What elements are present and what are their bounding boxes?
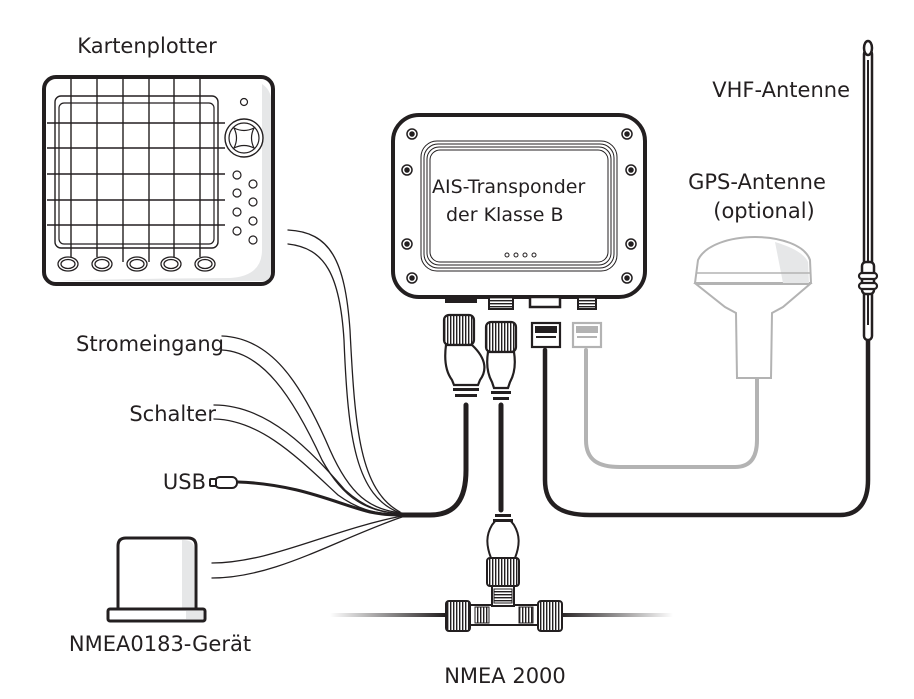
mounting-screws [401, 128, 637, 284]
usb-cable [236, 480, 407, 517]
chartplotter-icon[interactable] [42, 75, 275, 286]
gps-antenna-label-line2: (optional) [713, 199, 815, 223]
soft-keys [57, 256, 216, 272]
usb-label: USB [163, 470, 206, 494]
transponder-label-line2: der Klasse B [446, 204, 564, 226]
backbone-right [558, 613, 673, 617]
chart-grid [47, 79, 225, 262]
nmea0183-wire [211, 515, 403, 564]
gps-antenna-label-line1: GPS-Antenne [688, 170, 826, 194]
power-input-wire-2 [221, 349, 403, 515]
nmea0183-device-icon[interactable] [106, 536, 207, 623]
port-plugs [442, 313, 603, 400]
power-input-wire [221, 335, 403, 514]
cables [211, 229, 871, 579]
backbone-left [330, 613, 445, 617]
power-input-label: Stromeingang [76, 332, 224, 356]
side-buttons [232, 170, 258, 245]
ais-transponder-icon[interactable] [391, 113, 647, 310]
chartplotter-cable [287, 229, 401, 513]
t-connector-icon [445, 514, 563, 632]
nmea0183-wire-2 [211, 516, 403, 579]
power-data-plug-icon [442, 313, 486, 397]
vhf-coax-cable [542, 337, 871, 518]
vhf-coax-plug-icon [530, 321, 562, 349]
usb-plug-icon[interactable] [209, 476, 238, 489]
chartplotter-cable-2 [287, 243, 401, 514]
gps-coax-cable [584, 348, 759, 469]
switch-wire-2 [213, 418, 403, 516]
gps-antenna-icon[interactable] [693, 235, 813, 379]
gps-coax-plug-icon [571, 321, 603, 349]
nmea2000-label: NMEA 2000 [444, 664, 566, 688]
transponder-label-line1: AIS-Transponder [432, 176, 585, 198]
power-data-harness [399, 402, 469, 518]
chartplotter-label: Kartenplotter [77, 34, 217, 58]
switch-wire [213, 404, 403, 515]
status-leds [504, 252, 537, 258]
switch-label: Schalter [129, 402, 216, 426]
vhf-antenna-icon[interactable] [857, 39, 879, 342]
nmea0183-label: NMEA0183-Gerät [69, 632, 251, 656]
nmea2000-backbone [330, 613, 673, 617]
vhf-antenna-label: VHF-Antenne [712, 78, 850, 102]
nmea2000-plug-icon [484, 320, 518, 400]
